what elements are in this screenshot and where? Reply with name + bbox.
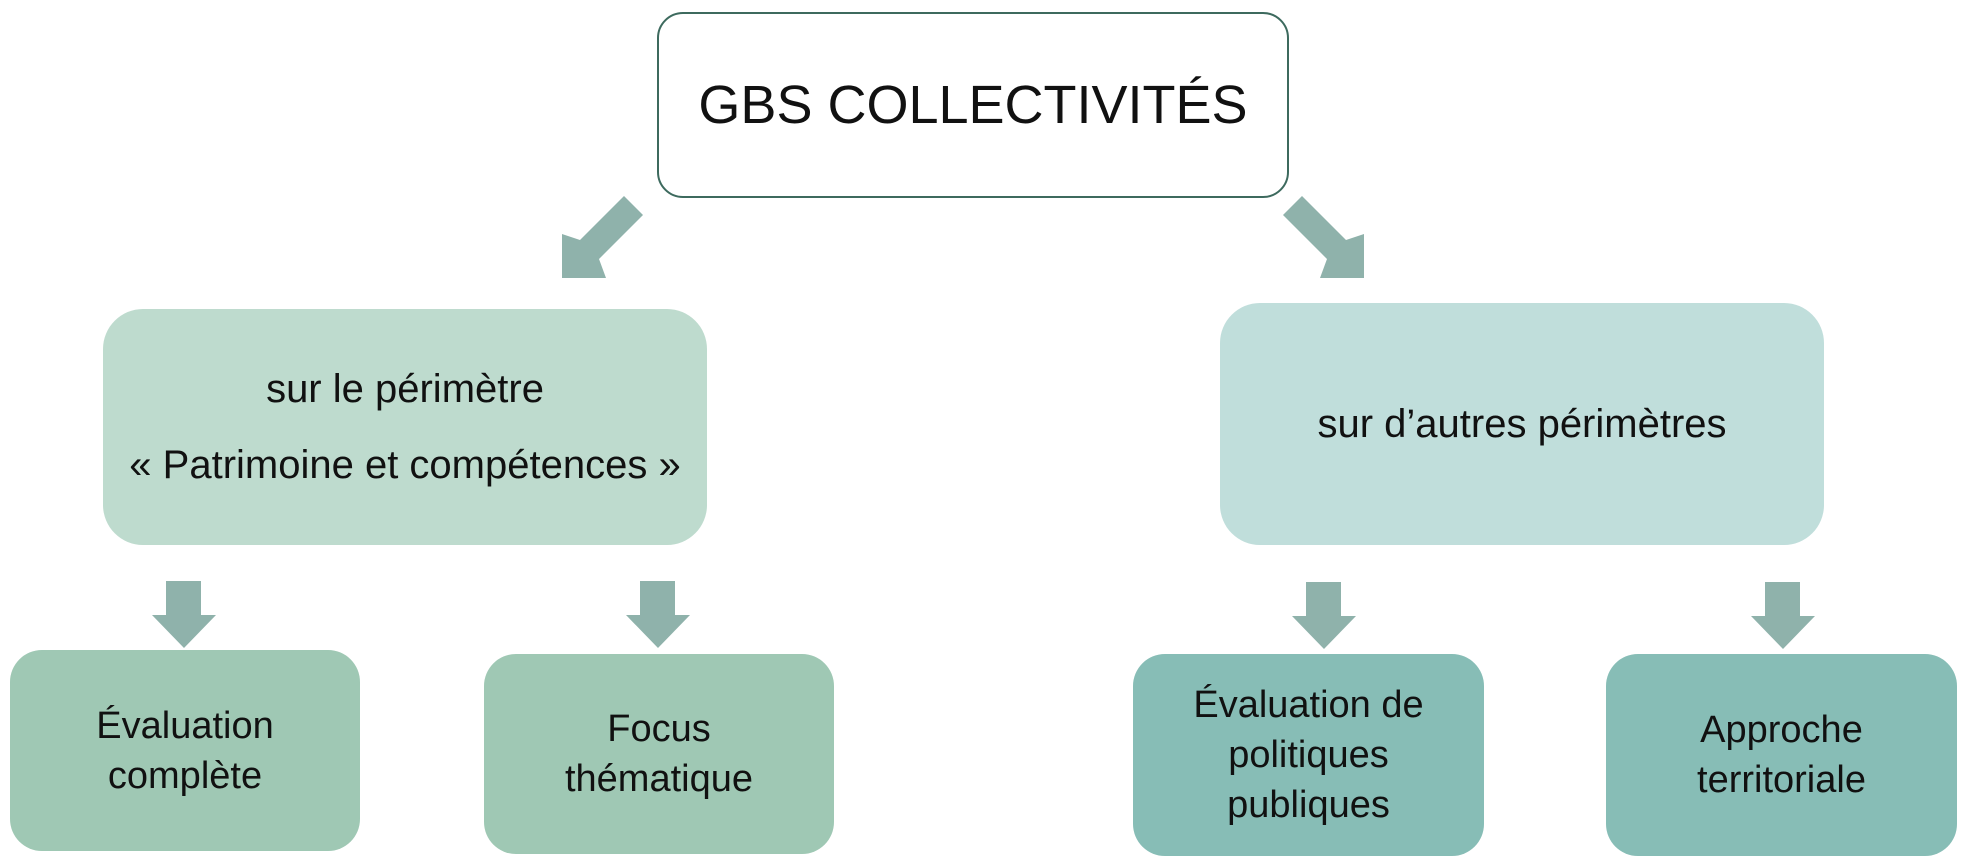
leaf-evaluation-politiques-publiques: Évaluation de politiques publiques bbox=[1133, 654, 1484, 856]
leaf-2-line-2: thématique bbox=[564, 758, 753, 800]
leaf-evaluation-complete: Évaluation complète bbox=[10, 650, 360, 851]
leaf-1-line-2: complète bbox=[107, 754, 263, 797]
leaf-approche-territoriale: Approche territoriale bbox=[1606, 654, 1957, 856]
branch-left-line-2: « Patrimoine et compétences » bbox=[129, 443, 681, 487]
arrow-right-to-leaf-3 bbox=[1292, 582, 1356, 649]
leaf-1-line-1: Évaluation bbox=[96, 704, 274, 747]
leaf-4-line-2: territoriale bbox=[1697, 759, 1866, 801]
arrow-right-to-leaf-4 bbox=[1751, 582, 1815, 649]
arrow-root-to-left bbox=[562, 196, 643, 278]
leaf-2-line-1: Focus bbox=[607, 708, 711, 750]
arrow-left-to-leaf-1 bbox=[152, 581, 216, 648]
branch-right-line-1: sur d’autres périmètres bbox=[1317, 402, 1727, 446]
leaf-3-line-2: politiques bbox=[1228, 734, 1389, 776]
branch-autres-perimetres: sur d’autres périmètres bbox=[1220, 303, 1824, 545]
branch-patrimoine-competences: sur le périmètre « Patrimoine et compéte… bbox=[103, 309, 707, 545]
branch-left-line-1: sur le périmètre bbox=[266, 367, 544, 411]
arrow-root-to-right bbox=[1283, 196, 1364, 278]
root-node: GBS COLLECTIVITÉS bbox=[657, 12, 1289, 198]
root-title: GBS COLLECTIVITÉS bbox=[698, 75, 1248, 135]
leaf-3-line-1: Évaluation de bbox=[1193, 684, 1424, 726]
leaf-focus-thematique: Focus thématique bbox=[484, 654, 834, 854]
leaf-3-line-3: publiques bbox=[1227, 784, 1390, 826]
leaf-4-line-1: Approche bbox=[1700, 709, 1863, 751]
arrow-left-to-leaf-2 bbox=[626, 581, 690, 648]
